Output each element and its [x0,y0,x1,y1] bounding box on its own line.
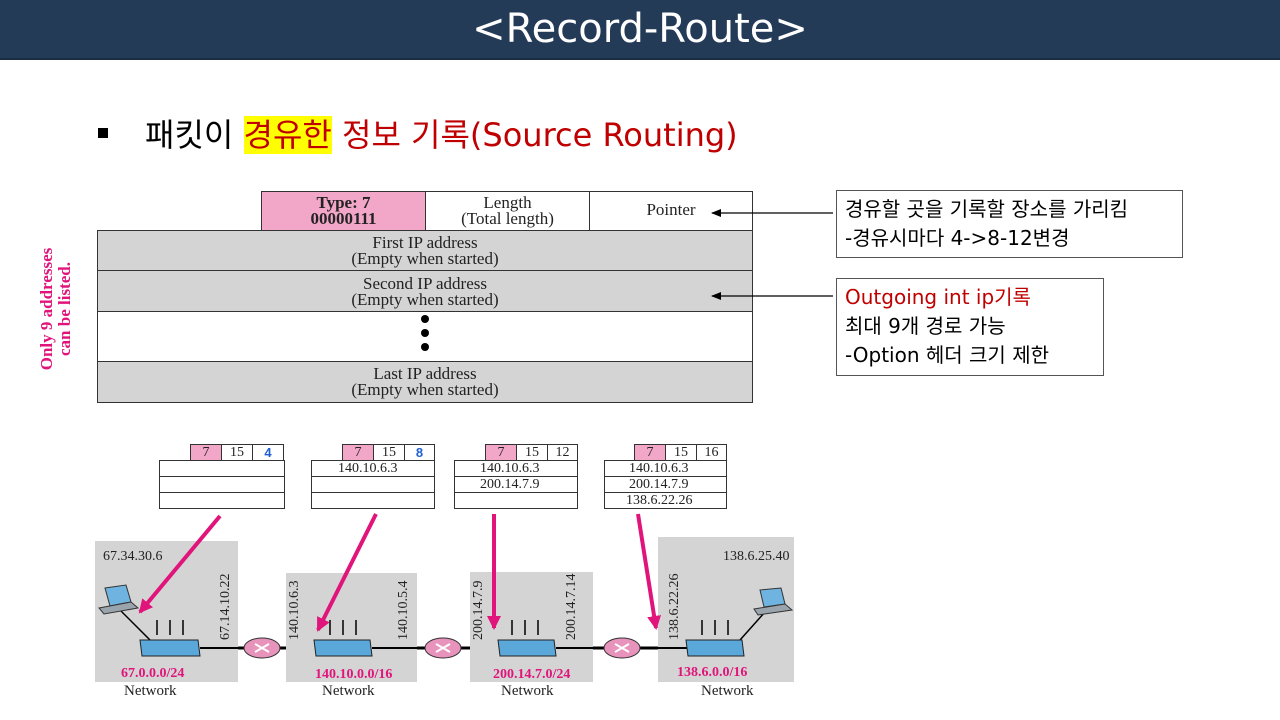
bullet-prefix: 패킷이 [145,116,244,154]
ellipsis-dot [421,343,429,351]
pointer-callout: 경유할 곳을 기록할 장소를 가리킴 -경유시마다 4->8-12변경 [836,190,1183,258]
network-2-address: 140.10.0.0/16 [315,667,393,682]
type-field-label: Type: 7 [316,193,371,212]
pointer-callout-line1: 경유할 곳을 기록할 장소를 가리킴 [845,197,1129,221]
network-1-address: 67.0.0.0/24 [121,666,185,681]
snapshot-4: 7 15 16 140.10.6.3 200.14.7.9 138.6.22.2… [604,444,727,514]
first-ip-sub: (Empty when started) [351,249,499,268]
outgoing-callout-line2: 최대 9개 경로 가능 [845,314,1006,338]
laptop-icon [753,587,794,616]
network-1-label: Network [124,683,177,699]
record-arrow-2 [316,513,378,632]
type-field-bits: 00000111 [310,209,377,228]
r2-in-ip: 140.10.6.3 [287,580,302,641]
network-3-label: Network [501,683,554,699]
bullet-text: 패킷이 경유한 정보 기록(Source Routing) [145,113,738,157]
router-icon [243,637,281,659]
record-arrow-1 [138,514,222,614]
ellipsis-dot [421,315,429,323]
network-2-label: Network [322,683,375,699]
r4-in-ip: 138.6.22.26 [667,573,682,641]
type-field: Type: 7 00000111 [261,191,426,231]
title-bar: <Record-Route> [0,0,1280,60]
second-ip-label: Second IP address [362,274,487,293]
destination-host-ip: 138.6.25.40 [723,549,790,564]
router-icon [424,637,462,659]
snapshot-1: 7 15 4 [159,444,285,514]
laptop-icon [98,584,140,615]
snapshot-2: 7 15 8 140.10.6.3 [311,444,435,514]
ellipsis-dot [421,329,429,337]
last-ip-row: Last IP address (Empty when started) [97,361,753,403]
first-ip-row: First IP address (Empty when started) [97,230,753,271]
r3-out-ip: 200.14.7.14 [564,573,579,641]
snapshot-1-row3 [159,492,285,509]
snapshot-3: 7 15 12 140.10.6.3 200.14.7.9 [454,444,578,514]
network-4-address: 138.6.0.0/16 [677,665,748,680]
pointer-callout-line2: -경유시마다 4->8-12변경 [845,226,1070,250]
router-icon [603,637,641,659]
switch-icon [497,620,557,657]
bullet-highlight: 경유한 [243,116,332,154]
snapshot-4-length: 15 [665,444,697,461]
snapshot-3-pointer: 12 [547,444,578,461]
host-link [119,609,151,641]
switch-icon [313,620,373,657]
second-ip-row: Second IP address (Empty when started) [97,270,753,312]
bullet-rest: 정보 기록(Source Routing) [331,116,738,154]
length-field-sub: (Total length) [461,209,554,228]
source-host-ip: 67.34.30.6 [103,549,163,564]
second-ip-sub: (Empty when started) [351,290,499,309]
outgoing-callout-line3: -Option 헤더 크기 제한 [845,343,1049,367]
network-4-label: Network [701,683,754,699]
side-label-line1: Only 9 addresses [37,247,56,370]
bullet-marker [98,128,108,138]
snapshot-4-row1: 140.10.6.3 [604,460,727,477]
host-link [739,611,766,641]
address-limit-label: Only 9 addresses can be listed. [37,247,74,370]
r1-out-ip: 67.14.10.22 [218,573,233,641]
record-arrow-4 [636,513,662,630]
slide-title: <Record-Route> [472,6,808,52]
last-ip-label: Last IP address [373,364,477,383]
network-3-address: 200.14.7.0/24 [493,667,571,682]
network-box-2 [286,573,417,682]
outgoing-callout-line1: Outgoing int ip기록 [845,285,1031,309]
switch-icon [139,620,201,657]
snapshot-2-row3 [311,492,435,509]
outgoing-callout: Outgoing int ip기록 최대 9개 경로 가능 -Option 헤더… [836,278,1104,376]
pointer-field-label: Pointer [646,200,696,219]
first-ip-label: First IP address [372,233,478,252]
snapshot-3-row3 [454,492,578,509]
length-field-label: Length [483,193,532,212]
snapshot-3-row1: 140.10.6.3 [454,460,578,477]
side-label-line2: can be listed. [55,262,74,356]
snapshot-4-row2: 200.14.7.9 [604,476,727,493]
switch-icon [685,620,745,657]
r3-in-ip: 200.14.7.9 [471,580,486,641]
r2-out-ip: 140.10.5.4 [396,580,411,641]
snapshot-4-row3: 138.6.22.26 [604,492,727,509]
last-ip-sub: (Empty when started) [351,380,499,399]
